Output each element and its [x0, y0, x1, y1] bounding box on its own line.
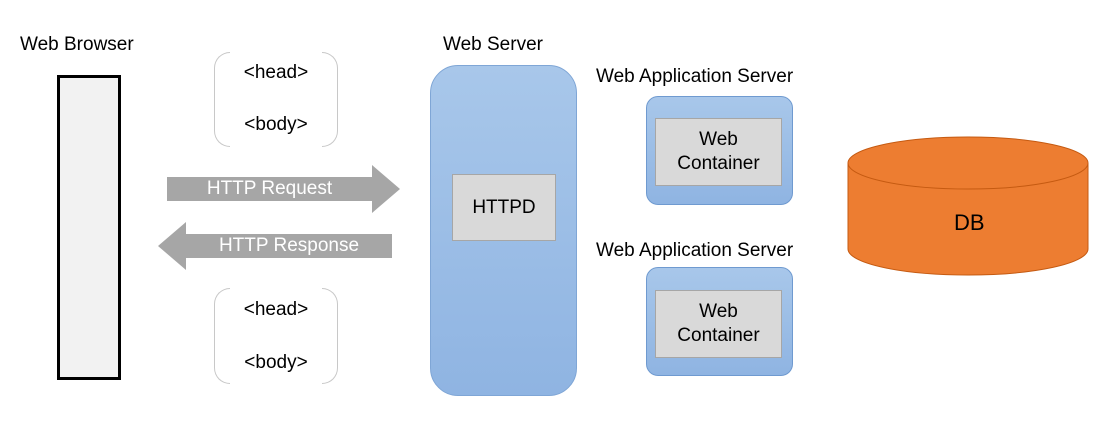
body-tag: <body>	[244, 352, 308, 373]
was-title: Web Application Server	[596, 240, 794, 261]
web-container-box: Web Container	[655, 118, 782, 186]
httpd-box: HTTPD	[452, 174, 556, 241]
db-cylinder	[847, 136, 1089, 276]
browser-title: Web Browser	[20, 34, 134, 55]
browser-box	[57, 75, 121, 380]
web-container-line1: Web	[699, 301, 738, 322]
db-label: DB	[954, 210, 985, 235]
head-tag: <head>	[243, 299, 309, 320]
web-server-title: Web Server	[443, 34, 543, 55]
web-container-box: Web Container	[655, 290, 782, 358]
web-container-line2: Container	[677, 153, 760, 174]
httpd-label: HTTPD	[472, 196, 536, 218]
http-response-label: HTTP Response	[218, 235, 360, 256]
body-tag: <body>	[244, 114, 308, 135]
web-container-line2: Container	[677, 325, 760, 346]
http-request-label: HTTP Request	[206, 178, 333, 199]
was-title: Web Application Server	[596, 66, 794, 87]
web-container-line1: Web	[699, 129, 738, 150]
head-tag: <head>	[243, 62, 309, 83]
